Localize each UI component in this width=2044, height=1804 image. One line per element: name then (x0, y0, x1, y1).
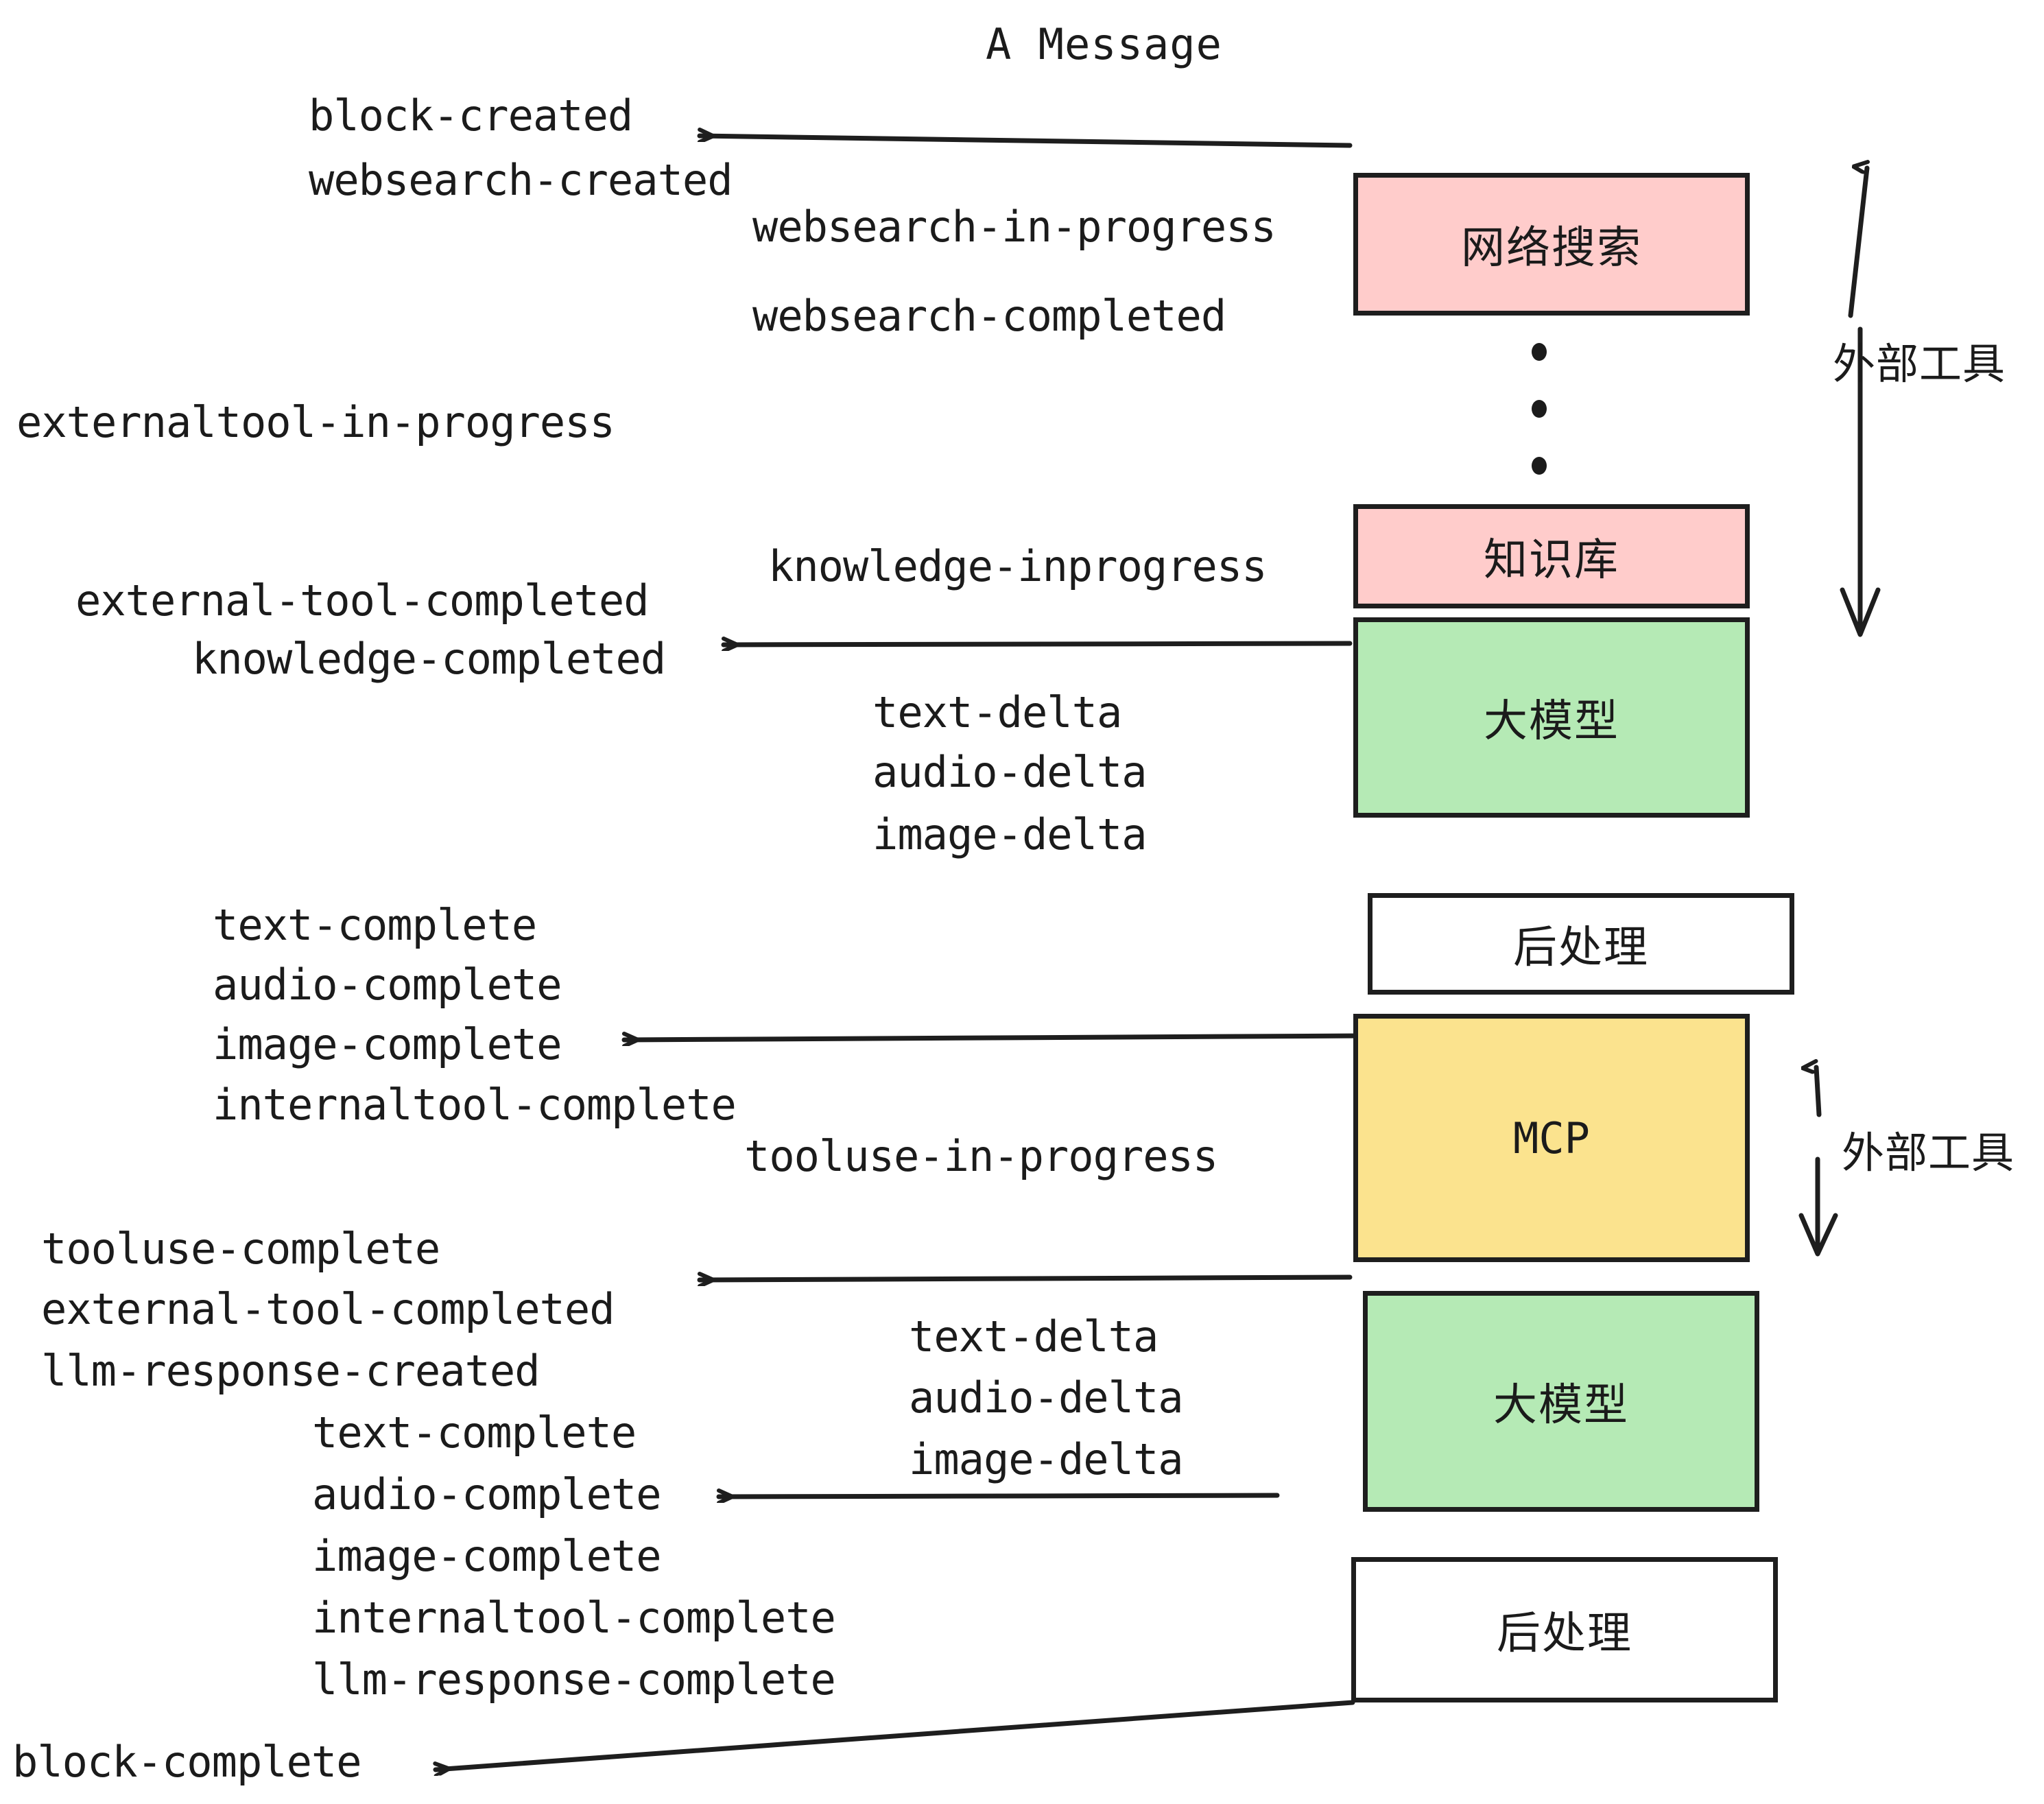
event-label-tooluse-in-progress: tooluse-in-progress (744, 1131, 1218, 1181)
event-label-knowledge-inprogress: knowledge-inprogress (768, 541, 1268, 591)
node-llm-bottom[interactable]: 大模型 (1363, 1291, 1759, 1512)
event-label-external-tool-completed-1: external-tool-completed (75, 575, 650, 626)
event-label-audio-delta-2: audio-delta (909, 1373, 1184, 1423)
event-label-audio-complete-2: audio-complete (312, 1469, 662, 1519)
event-label-tooluse-complete: tooluse-complete (41, 1224, 440, 1274)
node-llm-top-label: 大模型 (1484, 696, 1619, 747)
arrow-mcp-to-tooluse-complete (697, 1277, 1353, 1280)
event-label-audio-delta-1: audio-delta (872, 747, 1148, 797)
event-label-block-created: block-created (309, 91, 633, 141)
node-llm-top[interactable]: 大模型 (1353, 617, 1750, 818)
node-postprocess-top-label: 后处理 (1513, 923, 1649, 973)
event-label-image-delta-1: image-delta (872, 809, 1148, 859)
event-label-audio-complete-1: audio-complete (213, 960, 562, 1010)
event-label-llm-response-created: llm-response-created (41, 1346, 540, 1396)
event-label-externaltool-in-progress: externaltool-in-progress (16, 397, 615, 447)
external-tools-range-top (1840, 168, 1881, 637)
event-label-image-complete-1: image-complete (213, 1019, 562, 1069)
node-knowledge-label: 知识库 (1484, 535, 1619, 586)
group-label-external-tools-top: 外部工具 (1833, 339, 2006, 389)
node-websearch[interactable]: 网络搜索 (1353, 173, 1750, 316)
node-postprocess-top[interactable]: 后处理 (1368, 893, 1794, 995)
node-postprocess-bottom-label: 后处理 (1497, 1609, 1632, 1659)
arrow-postprocess-to-block-complete (436, 1700, 1355, 1770)
page-title: A Message (986, 19, 1222, 69)
event-label-websearch-completed: websearch-completed (752, 291, 1226, 341)
event-label-text-delta-1: text-delta (872, 687, 1122, 737)
arrow-postprocess-to-image-complete (621, 1036, 1368, 1040)
event-label-websearch-created: websearch-created (309, 155, 733, 205)
arrow-websearch-to-block-created (697, 136, 1353, 148)
arrow-llm-to-audio-complete (716, 1495, 1280, 1497)
node-mcp[interactable]: MCP (1353, 1014, 1750, 1262)
event-label-llm-response-complete: llm-response-complete (312, 1654, 836, 1705)
event-label-block-complete: block-complete (12, 1737, 362, 1787)
event-label-knowledge-completed: knowledge-completed (192, 634, 666, 684)
node-knowledge[interactable]: 知识库 (1353, 504, 1750, 608)
node-mcp-label: MCP (1513, 1113, 1590, 1163)
vertical-ellipsis-icon (1530, 343, 1548, 475)
external-tools-range-bottom (1798, 1067, 1838, 1257)
event-label-text-complete-2: text-complete (312, 1408, 637, 1458)
event-label-websearch-in-progress: websearch-in-progress (752, 202, 1276, 252)
event-label-external-tool-completed-2: external-tool-completed (41, 1284, 615, 1334)
node-postprocess-bottom[interactable]: 后处理 (1351, 1557, 1778, 1702)
group-label-external-tools-bottom: 外部工具 (1842, 1128, 2015, 1178)
event-label-internaltool-complete-2: internaltool-complete (312, 1593, 836, 1643)
node-websearch-label: 网络搜索 (1461, 223, 1642, 274)
node-llm-bottom-label: 大模型 (1493, 1380, 1629, 1431)
event-label-internaltool-complete-1: internaltool-complete (213, 1080, 737, 1130)
event-label-text-delta-2: text-delta (909, 1312, 1158, 1362)
event-label-text-complete-1: text-complete (213, 900, 537, 950)
event-label-image-delta-2: image-delta (909, 1434, 1184, 1484)
event-label-image-complete-2: image-complete (312, 1531, 662, 1581)
arrow-knowledge-to-knowledge-completed (721, 643, 1353, 645)
